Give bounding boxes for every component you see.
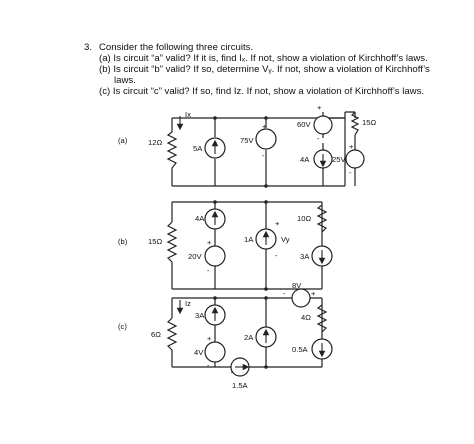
- circuit-a-ix-label: Ix: [185, 110, 191, 119]
- circuit-b-label: (b): [118, 237, 128, 246]
- circuit-c-8v-minus: -: [283, 289, 286, 298]
- circuit-a-75v-minus: -: [262, 151, 265, 160]
- resistor-15-ohm: [350, 111, 360, 136]
- circuit-b-vy-label: Vy: [281, 235, 290, 244]
- circuit-c-8v-plus: +: [311, 289, 316, 298]
- circuit-a-75v-label: 75V: [240, 136, 254, 145]
- circuit-c-iz-label: Iz: [185, 299, 191, 308]
- circuit-c-label: (c): [118, 322, 127, 331]
- circuit-a-label: (a): [118, 136, 128, 145]
- circuit-c-4ohm-label: 4Ω: [301, 313, 311, 322]
- circuit-b-20v-minus: -: [207, 266, 210, 275]
- circuit-c-15a-label: 1.5A: [232, 381, 248, 390]
- circuit-a-4a-label: 4A: [300, 155, 310, 164]
- resistor-15-ohm-b: [166, 221, 178, 263]
- circuit-a: [166, 111, 365, 188]
- circuit-a-60v-label: 60V: [297, 120, 311, 129]
- circuit-a-75v-plus: +: [262, 122, 267, 131]
- circuit-b-20v-plus: +: [207, 238, 212, 247]
- circuit-a-25v-label: 25V: [332, 155, 346, 164]
- voltage-source-20v: [204, 245, 226, 267]
- circuit-b-vy-plus: +: [275, 219, 280, 228]
- circuit-a-12ohm-label: 12Ω: [148, 138, 163, 147]
- resistor-6-ohm: [166, 317, 178, 351]
- circuit-a-25v-plus: +: [349, 142, 354, 151]
- problem-part-b-line2: laws.: [114, 75, 136, 86]
- circuit-b-1a-label: 1A: [244, 235, 254, 244]
- circuit-c: [166, 288, 333, 377]
- voltage-source-25v: [345, 149, 365, 169]
- circuit-a-25v-minus: -: [349, 168, 352, 177]
- circuit-b-vy-minus: -: [275, 251, 278, 260]
- resistor-12-ohm: [166, 131, 178, 169]
- voltage-source-4v: [204, 341, 226, 363]
- circuit-c-2a-label: 2A: [244, 333, 254, 342]
- problem-part-a: (a) Is circuit “a” valid? If it is, find…: [99, 53, 428, 64]
- resistor-4-ohm: [316, 304, 328, 333]
- voltage-source-60v: [313, 115, 333, 135]
- circuit-b-15ohm-label: 15Ω: [148, 237, 163, 246]
- voltage-source-75v: [255, 128, 277, 150]
- circuit-a-15ohm-label: 15Ω: [362, 118, 377, 127]
- circuit-b: [166, 200, 333, 291]
- circuit-b-3a-label: 3A: [300, 252, 310, 261]
- problem-part-b-line1: (b) Is circuit “b” valid? If so, determi…: [99, 64, 430, 75]
- voltage-source-8v: [291, 288, 311, 308]
- circuit-c-8v-label: 8V: [292, 281, 302, 290]
- circuit-c-4v-minus: -: [207, 361, 210, 370]
- circuit-c-3a-label: 3A: [195, 311, 205, 320]
- circuit-c-6ohm-label: 6Ω: [151, 330, 161, 339]
- circuit-b-10ohm-label: 10Ω: [297, 214, 312, 223]
- circuit-a-60v-plus: +: [317, 103, 322, 112]
- circuit-c-4v-plus: +: [207, 334, 212, 343]
- circuit-c-4v-label: 4V: [194, 348, 204, 357]
- problem-number: 3.: [84, 42, 93, 53]
- problem-part-c: (c) Is circuit “c” valid? If so, find Iz…: [99, 86, 425, 97]
- circuit-b-4a-label: 4A: [195, 214, 205, 223]
- problem-intro: Consider the following three circuits.: [99, 42, 254, 53]
- circuit-a-60v-minus: -: [317, 134, 320, 143]
- circuit-b-20v-label: 20V: [188, 252, 202, 261]
- circuit-a-5a-label: 5A: [193, 144, 203, 153]
- circuit-c-05a-label: 0.5A: [292, 345, 308, 354]
- resistor-10-ohm: [316, 204, 328, 233]
